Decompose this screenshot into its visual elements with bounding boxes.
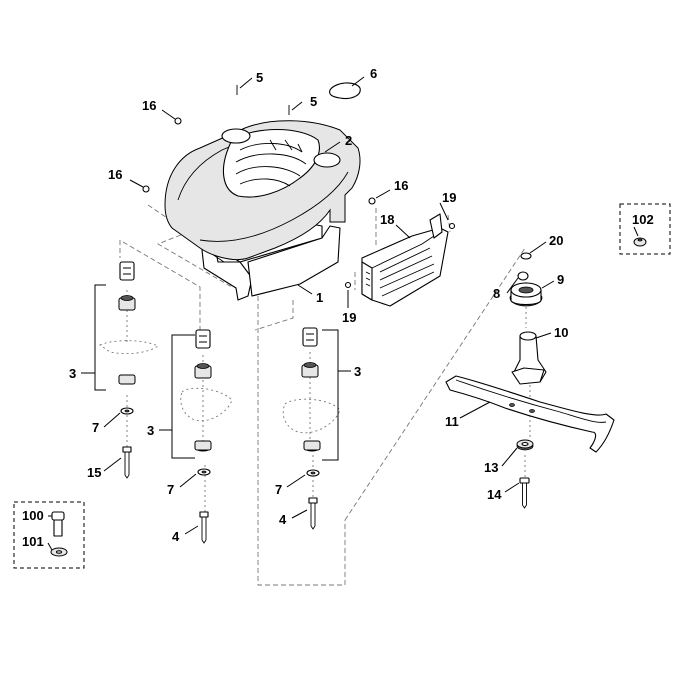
callout-101: 101	[22, 534, 44, 549]
callout-9: 9	[557, 272, 564, 287]
callout-3-right: 3	[354, 364, 361, 379]
callout-3-left: 3	[69, 366, 76, 381]
bushing-icon	[509, 282, 543, 307]
blade-icon	[445, 375, 615, 453]
mount-stack-left	[94, 261, 159, 479]
bolt-icon	[236, 85, 290, 115]
callout-10: 10	[554, 325, 568, 340]
callout-3-middle: 3	[147, 423, 154, 438]
cover-plate-icon	[329, 82, 361, 100]
callout-4-middle: 4	[172, 529, 180, 544]
engine-icon	[164, 120, 361, 301]
nut-icon	[142, 117, 376, 205]
callout-7-right: 7	[275, 482, 282, 497]
callout-19-bottom: 19	[342, 310, 356, 325]
callout-16-top: 16	[142, 98, 156, 113]
callout-18: 18	[380, 212, 394, 227]
callout-11: 11	[445, 414, 459, 429]
callout-15: 15	[87, 465, 101, 480]
washer-icon	[516, 439, 534, 451]
kit-box-102	[619, 203, 671, 255]
callout-7-middle: 7	[167, 482, 174, 497]
callout-4-right: 4	[279, 512, 287, 527]
mount-stack-middle	[171, 329, 233, 544]
callout-100: 100	[22, 508, 44, 523]
callout-14: 14	[487, 487, 502, 502]
callout-16-right: 16	[394, 178, 408, 193]
air-filter-icon	[344, 213, 456, 307]
callout-8: 8	[493, 286, 500, 301]
callout-16-left: 16	[108, 167, 122, 182]
callout-6: 6	[370, 66, 377, 81]
callout-19-top: 19	[442, 190, 456, 205]
washer-icon	[517, 252, 532, 281]
callout-5-left: 5	[256, 70, 263, 85]
mount-stack-right	[282, 327, 341, 530]
callout-13: 13	[484, 460, 498, 475]
callout-2: 2	[345, 133, 352, 148]
callout-102: 102	[632, 212, 654, 227]
leader-lines	[47, 76, 639, 551]
bolt-icon	[519, 477, 530, 509]
callout-labels: 1 2 3 3 3 4 4 5 5 6 7 7 7 8 9 10 11 13 1…	[22, 66, 654, 549]
callout-7-left: 7	[92, 420, 99, 435]
kit-box-100-101	[13, 501, 85, 569]
callout-20: 20	[549, 233, 563, 248]
blade-adapter-icon	[511, 331, 547, 385]
callout-5-right: 5	[310, 94, 317, 109]
callout-1: 1	[316, 290, 323, 305]
